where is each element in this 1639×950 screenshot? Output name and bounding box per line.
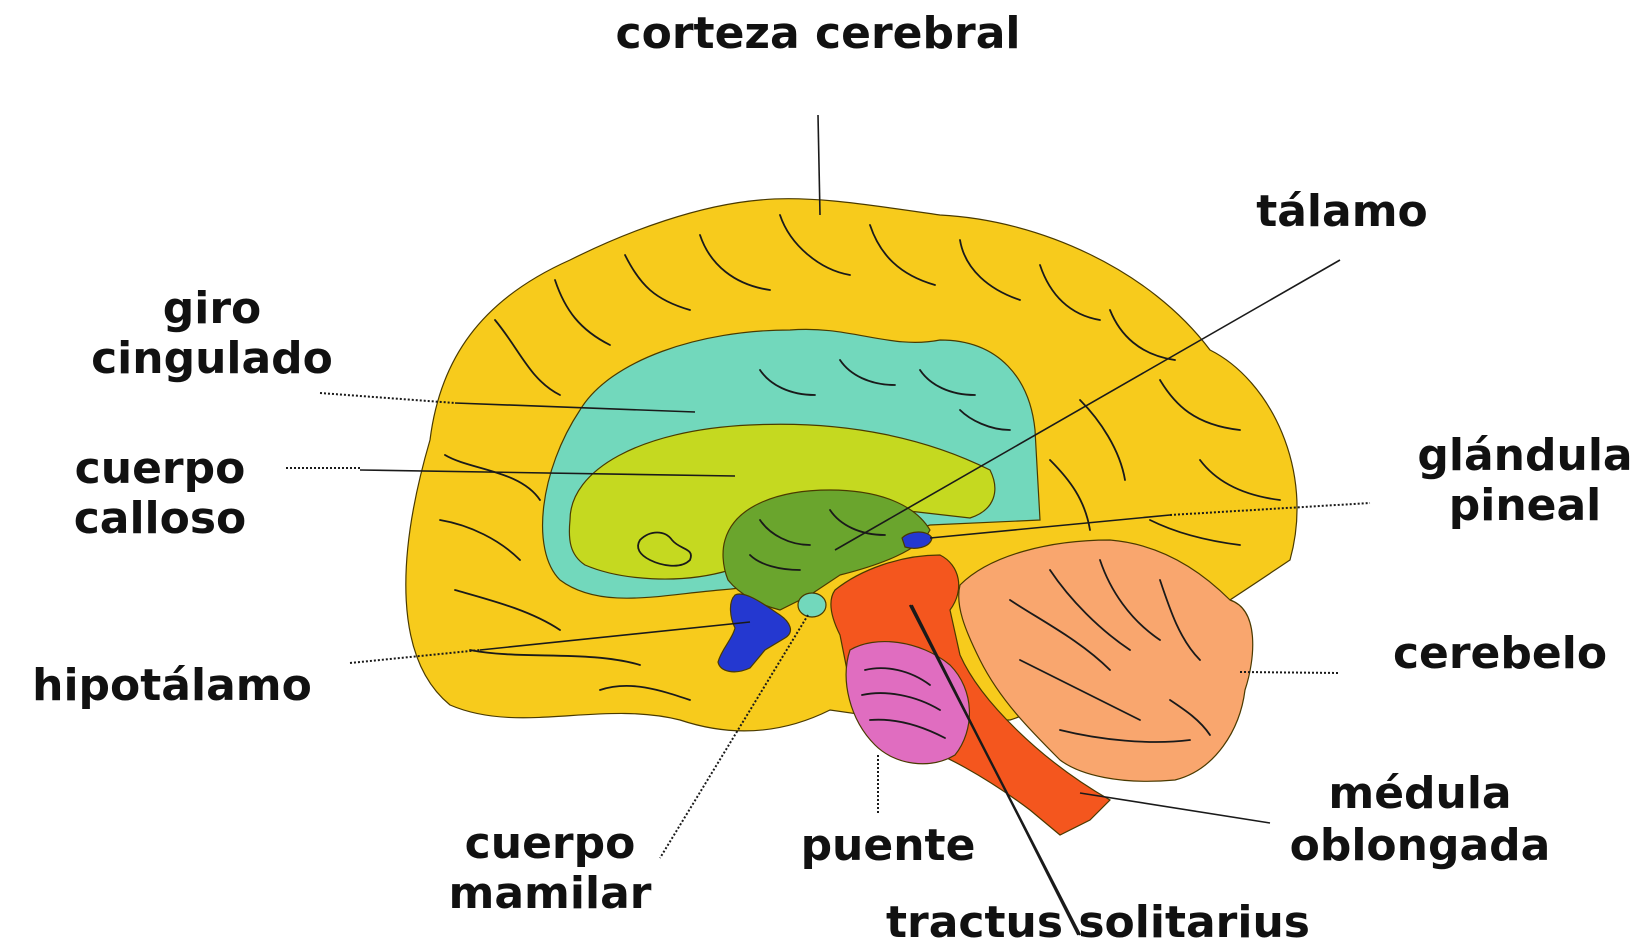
label-giro-line2: cingulado	[91, 333, 333, 384]
label-cuerpo-mamilar-line2: mamilar	[449, 868, 652, 919]
label-cuerpo-mamilar-line1: cuerpo	[465, 818, 636, 869]
label-giro-line1: giro	[163, 283, 262, 334]
label-talamo: tálamo	[1256, 186, 1428, 237]
label-tractus-solitarius: tractus solitarius	[886, 897, 1310, 948]
label-corteza-cerebral: corteza cerebral	[616, 8, 1021, 59]
label-cerebelo: cerebelo	[1393, 628, 1607, 679]
label-cuerpo-calloso-line1: cuerpo	[75, 443, 246, 494]
label-glandula-line2: pineal	[1449, 480, 1602, 531]
label-hipotalamo: hipotálamo	[32, 660, 312, 711]
label-cuerpo-calloso-line2: calloso	[74, 493, 247, 544]
label-glandula-line1: glándula	[1417, 430, 1632, 481]
label-medula-line2: oblongada	[1290, 820, 1551, 871]
label-medula-line1: médula	[1328, 768, 1511, 819]
label-puente: puente	[801, 820, 976, 871]
mammillary-body-region	[798, 593, 826, 617]
